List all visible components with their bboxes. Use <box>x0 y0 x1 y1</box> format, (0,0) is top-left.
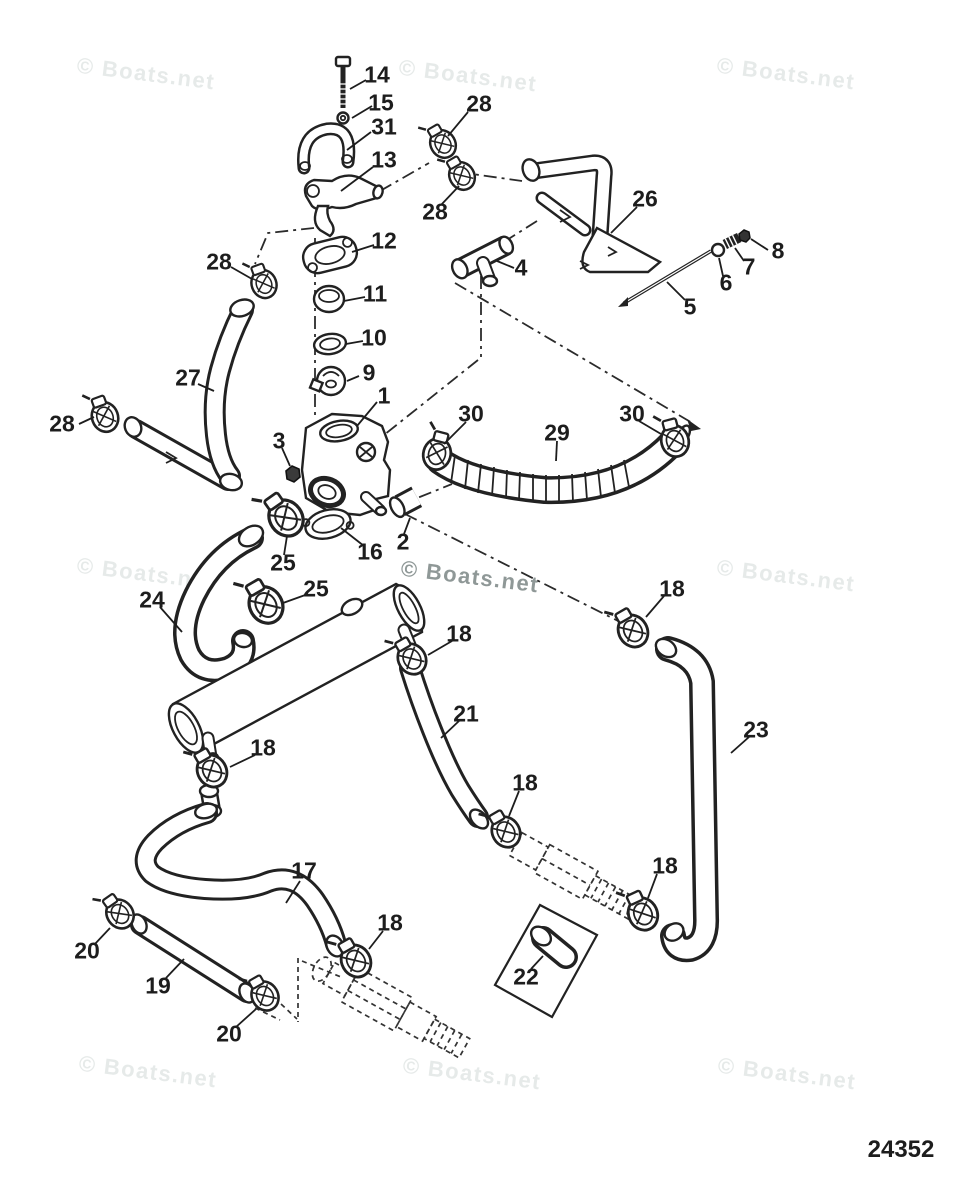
part-label-17: 17 <box>291 857 317 884</box>
part-label-24: 24 <box>139 586 165 613</box>
part-label-28: 28 <box>466 90 492 117</box>
nut-15 <box>336 111 350 125</box>
part-label-13: 13 <box>371 146 397 173</box>
part-label-14: 14 <box>364 61 390 88</box>
gasket-16 <box>301 508 355 540</box>
part-label-18: 18 <box>377 909 403 936</box>
sleeve-22 <box>529 925 553 947</box>
hose-29-ribs <box>450 454 630 503</box>
seal-11 <box>312 284 346 314</box>
hose-27-top-opening <box>229 298 255 318</box>
nut-3 <box>285 465 301 483</box>
hose-21 <box>399 657 490 830</box>
part-label-28: 28 <box>422 198 448 225</box>
part-label-7: 7 <box>742 253 756 280</box>
fitting-4 <box>450 235 515 288</box>
hose-24-top-opening <box>237 524 265 548</box>
part-label-15: 15 <box>368 89 394 116</box>
part-label-21: 21 <box>453 700 479 727</box>
part-label-18: 18 <box>512 769 538 796</box>
part-label-31: 31 <box>371 113 397 140</box>
part-label-20: 20 <box>216 1020 242 1047</box>
part-label-29: 29 <box>544 419 570 446</box>
hose-26-opening <box>521 158 541 182</box>
part-label-2: 2 <box>396 528 410 555</box>
part-label-4: 4 <box>514 254 528 281</box>
part-label-11: 11 <box>362 280 388 307</box>
flow-arrow-icon <box>559 209 572 223</box>
part-label-26: 26 <box>632 185 658 212</box>
flow-arrow-icon <box>165 451 178 464</box>
hose-24 <box>173 524 265 683</box>
part-label-25: 25 <box>270 549 296 576</box>
part-label-19: 19 <box>145 972 171 999</box>
housing-13 <box>303 174 384 238</box>
thermostat-9 <box>308 365 347 397</box>
nut-8 <box>738 229 751 243</box>
part-label-10: 10 <box>361 324 387 351</box>
part-label-28: 28 <box>49 410 75 437</box>
bracket-31 <box>296 122 356 175</box>
hose-24-bottom-opening <box>232 631 254 649</box>
leader-lines <box>78 79 769 1028</box>
part-label-8: 8 <box>771 237 785 264</box>
part-label-5: 5 <box>683 293 697 320</box>
hose-27 <box>123 298 255 492</box>
part-label-23: 23 <box>743 716 769 743</box>
hose-23 <box>654 636 720 963</box>
part-label-12: 12 <box>371 227 397 254</box>
part-label-30: 30 <box>619 400 645 427</box>
part-label-20: 20 <box>74 937 100 964</box>
part-label-28: 28 <box>206 248 232 275</box>
part-label-27: 27 <box>175 364 201 391</box>
manifold-top-port <box>340 597 364 617</box>
ball-6 <box>710 242 726 258</box>
bolt-14 <box>334 55 352 108</box>
housing-1 <box>300 412 392 517</box>
flow-arrow-icon <box>579 246 618 270</box>
sleeve-22-box <box>493 903 599 1019</box>
part-label-25: 25 <box>303 575 329 602</box>
hose-23-bottom-opening <box>663 922 685 942</box>
part-label-22: 22 <box>513 963 539 990</box>
part-label-18: 18 <box>446 620 472 647</box>
part-label-18: 18 <box>250 734 276 761</box>
part-label-1: 1 <box>377 382 391 409</box>
part-label-18: 18 <box>652 852 678 879</box>
part-label-3: 3 <box>272 427 286 454</box>
cap-2 <box>388 486 423 519</box>
part-label-16: 16 <box>357 538 383 565</box>
part-label-9: 9 <box>362 359 376 386</box>
hose-27-bottom-opening <box>218 472 244 492</box>
part-label-18: 18 <box>659 575 685 602</box>
hose-27-end-opening <box>123 416 143 438</box>
ring-10 <box>312 332 348 356</box>
gasket-12 <box>301 235 359 275</box>
part-label-30: 30 <box>458 400 484 427</box>
hose-26 <box>521 154 663 274</box>
part-label-6: 6 <box>719 269 733 296</box>
spring-7 <box>722 232 742 250</box>
drawing-number: 24352 <box>867 1136 935 1163</box>
screw-rod-5 <box>618 249 712 307</box>
hose-23-top-opening <box>654 637 678 659</box>
hose-17 <box>134 802 347 958</box>
